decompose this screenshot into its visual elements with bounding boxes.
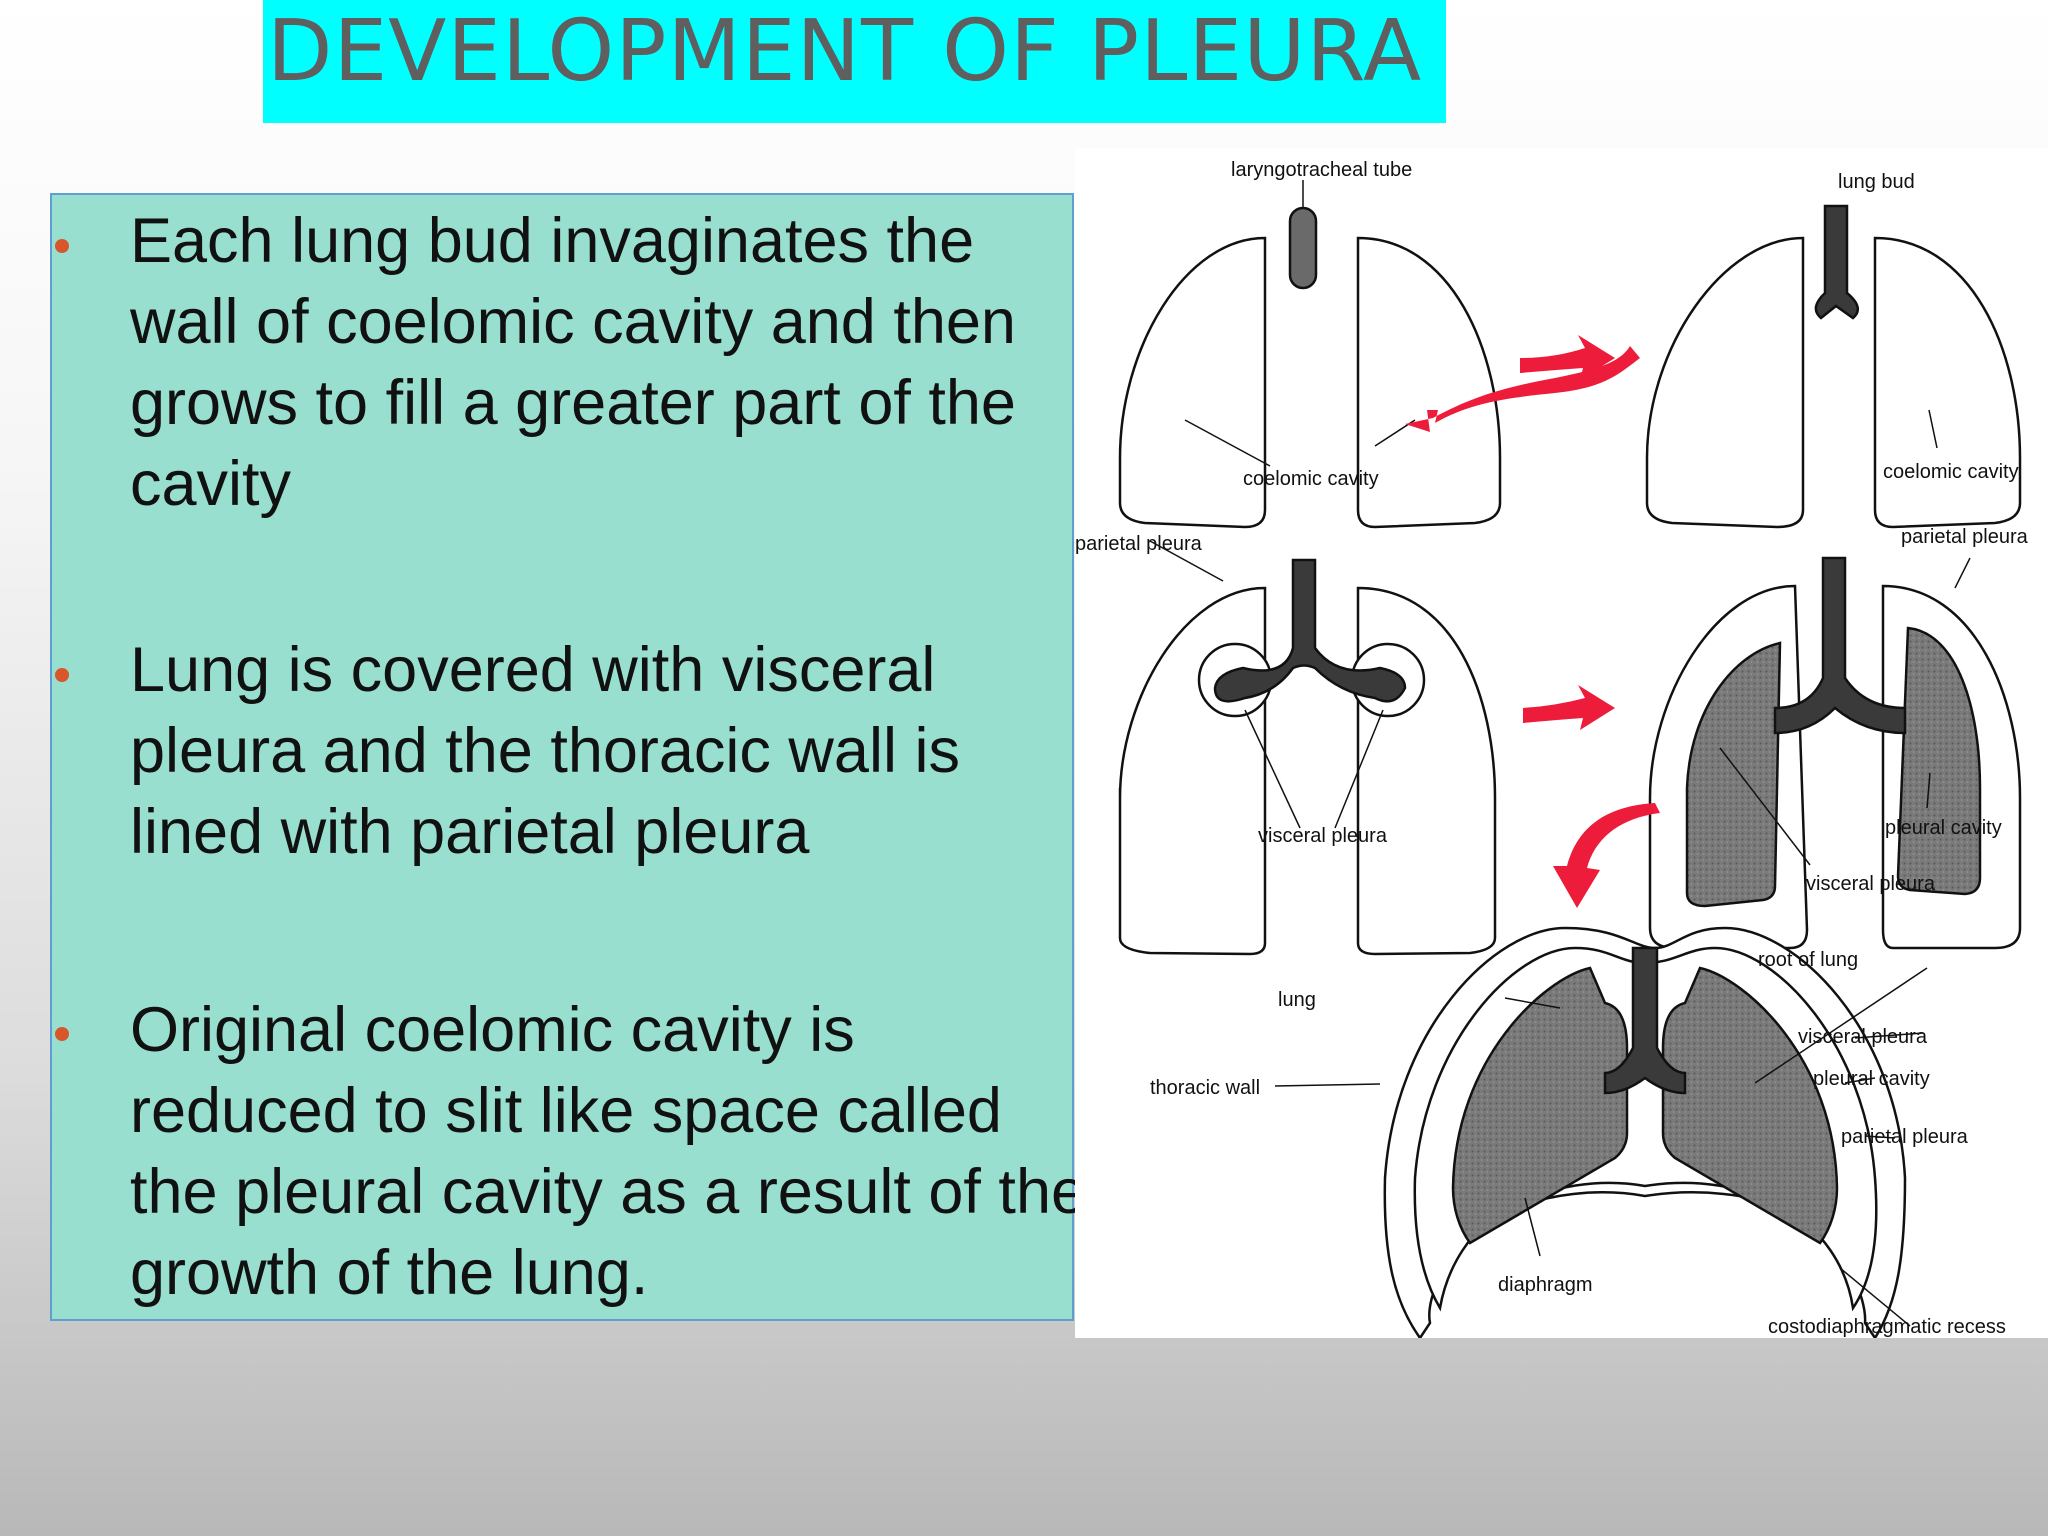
bullet-dot-icon [55,239,69,253]
label-thoracic-wall: thoracic wall [1150,1077,1260,1099]
label-parietal-pleura: parietal pleura [1075,533,1203,555]
label-root-of-lung: root of lung [1758,949,1858,971]
bullet-item: Original coelomic cavity is reduced to s… [130,995,1087,1308]
text-panel [50,193,1074,1321]
label-lung: lung [1278,989,1316,1011]
label-pleural-cavity: pleural cavity [1885,817,2002,839]
label-visceral-pleura: visceral pleura [1806,873,1936,895]
label-laryngotracheal-tube: laryngotracheal tube [1231,159,1412,181]
label-lung-bud: lung bud [1838,171,1915,193]
bullet-item: Each lung bud invaginates the wall of co… [130,206,1016,519]
arrow-icon [1520,335,1615,380]
label-visceral-pleura: visceral pleura [1258,825,1388,847]
label-pleural-cavity: pleural cavity [1813,1068,1930,1090]
stage-4-illustration [1648,556,2022,950]
label-diaphragm: diaphragm [1498,1274,1593,1296]
slide-title: DEVELOPMENT OF PLEURA [267,2,1423,101]
pleura-development-diagram: laryngotracheal tube lung bud coelomic c… [1075,148,2048,1338]
stage-2-illustration [1645,204,2022,529]
arrow-icon [1405,346,1640,432]
label-costodiaphragmatic-recess: costodiaphragmatic recess [1768,1316,2006,1338]
label-coelomic-cavity: coelomic cavity [1243,468,1379,490]
bullet-dot-icon [55,668,69,682]
arrow-icon [1553,803,1660,908]
label-coelomic-cavity: coelomic cavity [1883,461,2019,483]
label-parietal-pleura: parietal pleura [1901,526,2029,548]
label-parietal-pleura: parietal pleura [1841,1126,1969,1148]
arrow-icon [1523,685,1615,730]
bullet-dot-icon [55,1027,69,1041]
stage-1-illustration [1118,180,1502,529]
bullet-item: Lung is covered with visceral pleura and… [130,635,960,867]
stage-3-illustration [1118,540,1497,956]
label-visceral-pleura: visceral pleura [1798,1026,1928,1048]
title-banner: DEVELOPMENT OF PLEURA [263,0,1446,123]
stage-5-illustration [1274,926,1928,1338]
